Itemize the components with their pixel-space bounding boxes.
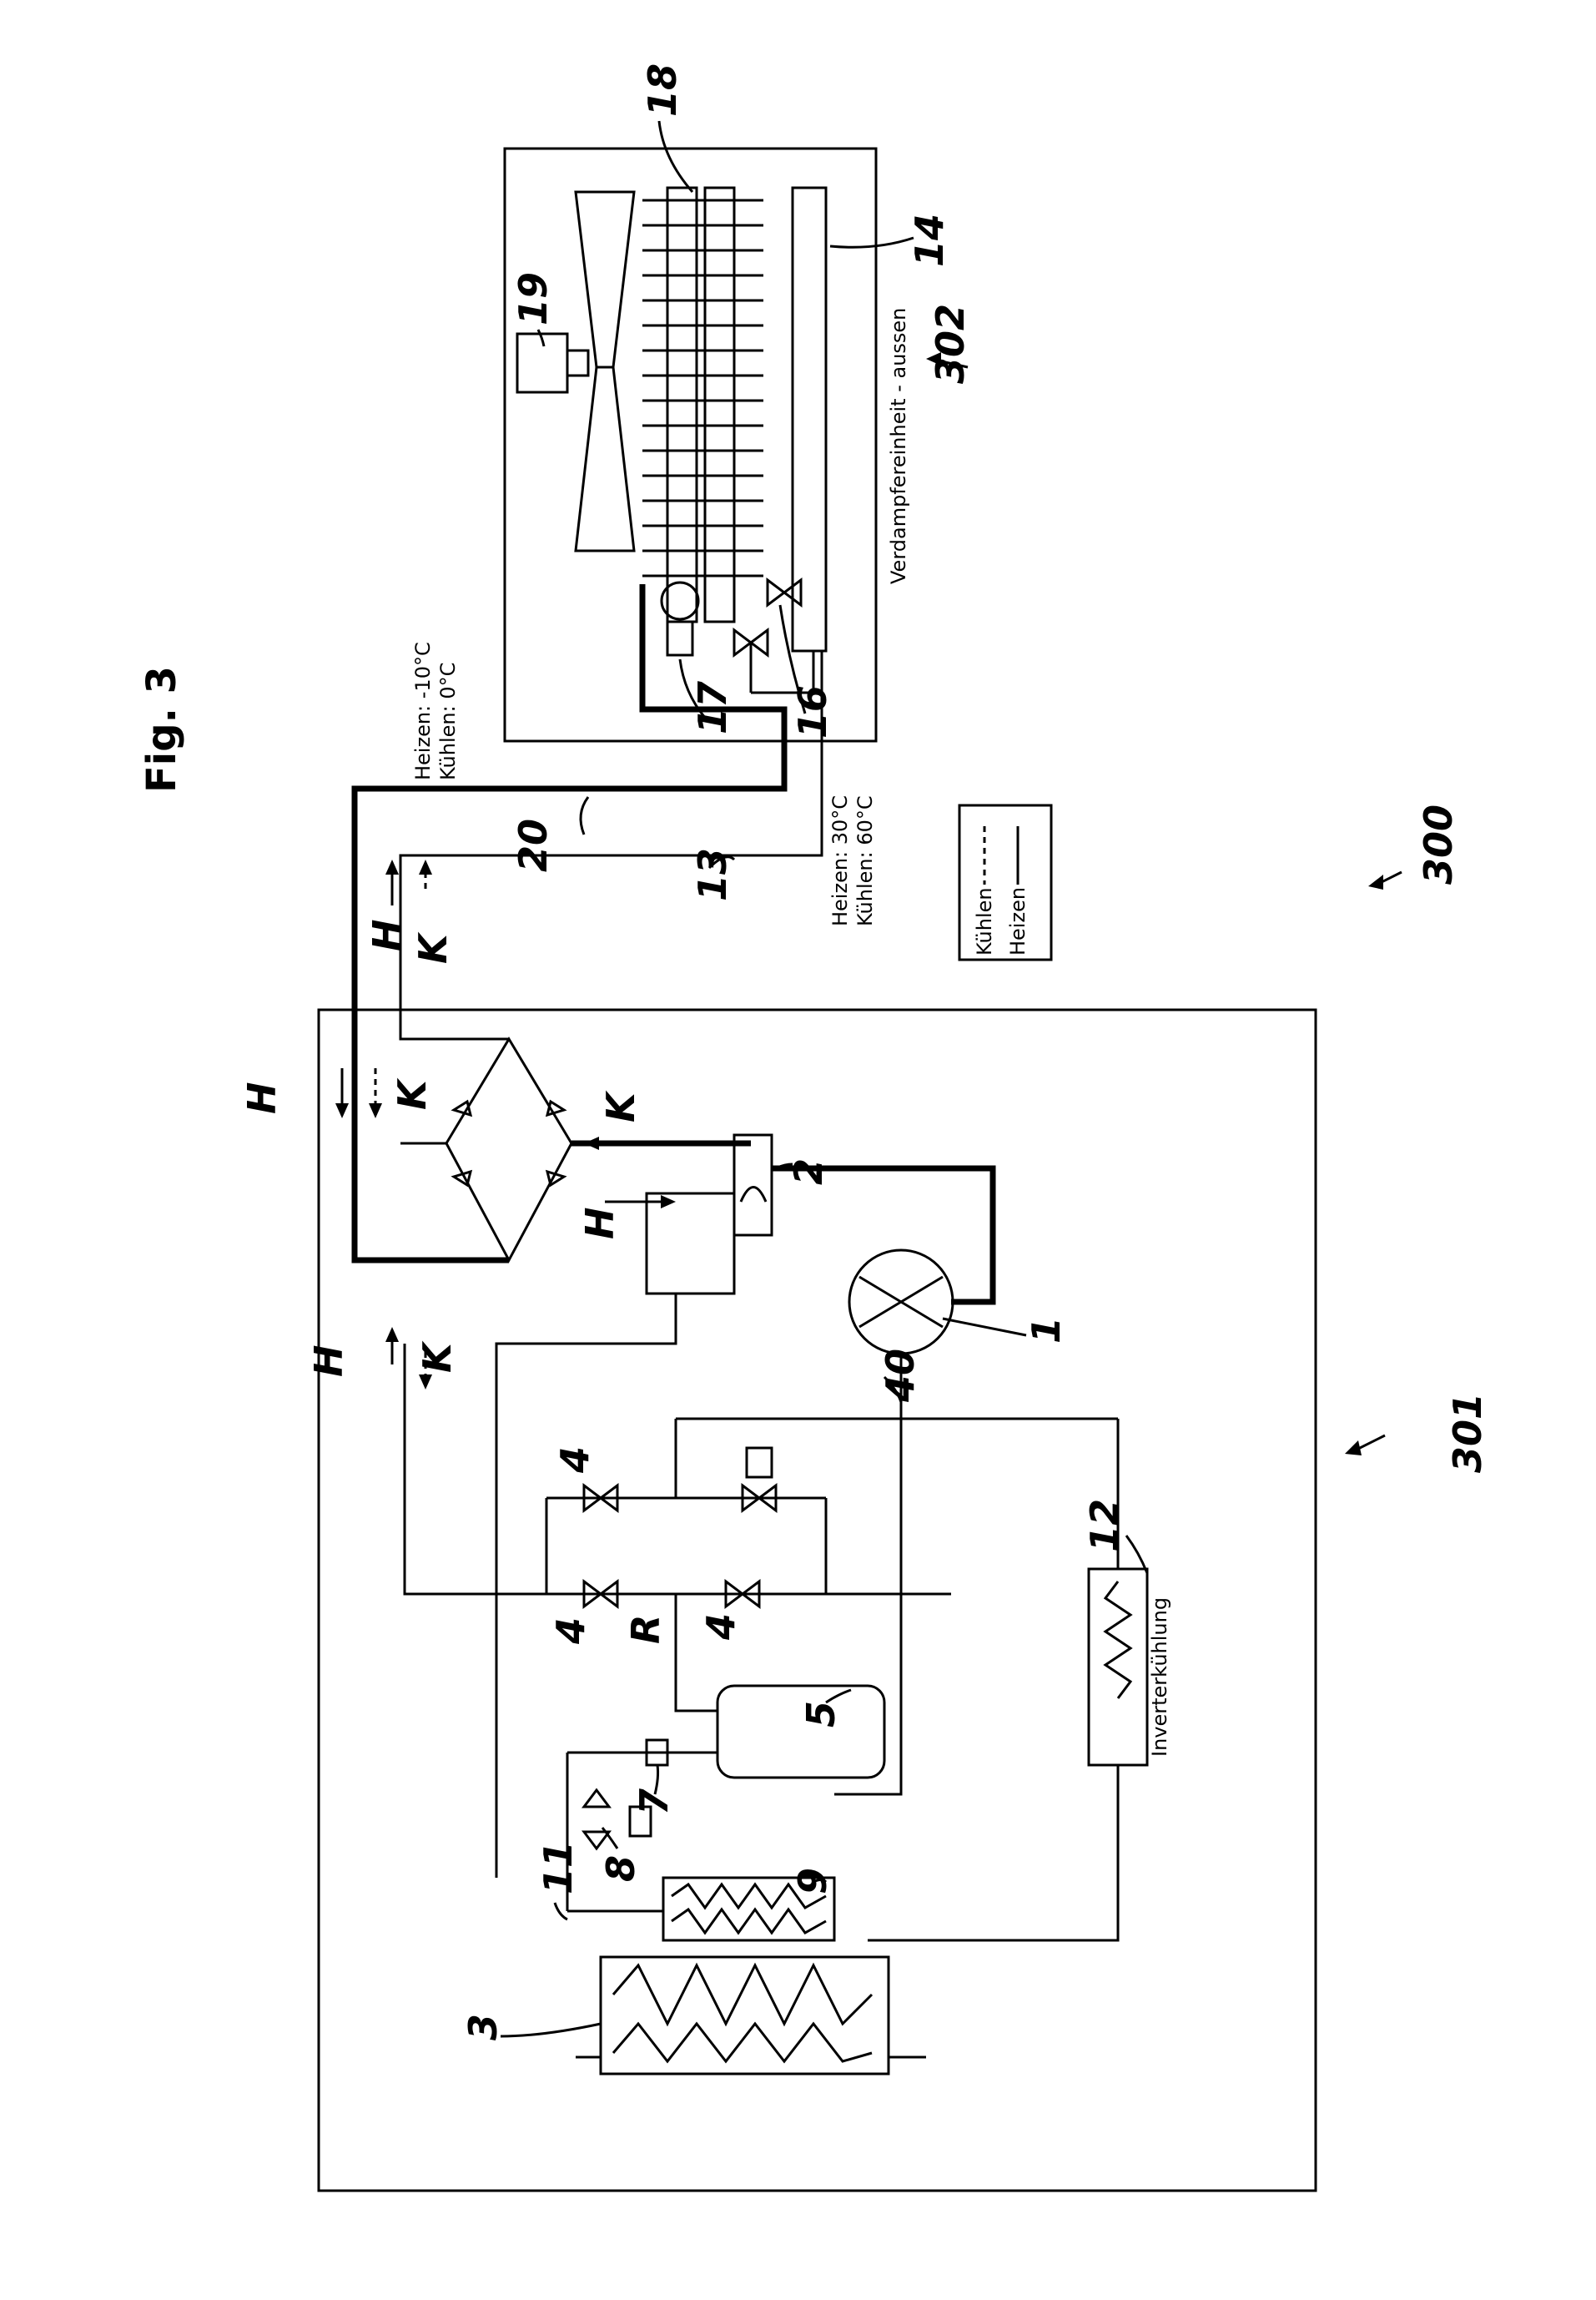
receiver-pipe <box>676 1594 717 1711</box>
ref-14: 14 <box>907 214 952 267</box>
inverter-lower-line <box>868 1765 1118 1940</box>
inverter-coil <box>1105 1581 1130 1698</box>
receiver-tank <box>717 1686 884 1778</box>
ref-1: 1 <box>1024 1317 1069 1344</box>
subcooler-coil-bottom <box>672 1909 826 1933</box>
line13-cool-temp: Kühlen: 60°C <box>853 795 877 926</box>
ref-16: 16 <box>790 685 835 739</box>
ref-K-low: K <box>415 1340 460 1373</box>
ref-12: 12 <box>1082 1499 1127 1552</box>
inverter-label: Inverterkühlung <box>1148 1597 1171 1757</box>
ref-4-left: 4 <box>548 1617 593 1645</box>
ref-8: 8 <box>598 1855 643 1882</box>
return-pipe <box>405 1344 951 1594</box>
ref-H-mid: H <box>239 1082 284 1115</box>
ref-300: 300 <box>1416 804 1461 885</box>
figure-title: Fig. 3 <box>138 666 185 793</box>
expansion-valve <box>567 1740 717 1911</box>
ref-18: 18 <box>640 63 685 117</box>
ref-19: 19 <box>511 272 556 325</box>
ref-4-right: 4 <box>698 1613 743 1641</box>
ref-2: 2 <box>786 1158 831 1185</box>
svg-text:Fig. 3: Fig. 3 <box>138 666 185 793</box>
line20-heat-temp: Heizen: -10°C <box>411 642 435 780</box>
fan-icon <box>517 192 634 551</box>
reference-numerals: 18 14 19 302 17 16 20 13 300 H K H K K H… <box>239 63 1490 2040</box>
ref-301: 301 <box>1445 1393 1490 1473</box>
ref-40: 40 <box>878 1349 923 1403</box>
ref-11: 11 <box>536 1841 581 1894</box>
pipe-40 <box>834 1402 901 1794</box>
finned-coil <box>642 188 763 622</box>
ref-H-low: H <box>306 1345 351 1378</box>
ref-4-top: 4 <box>552 1446 597 1474</box>
ref-K-top: K <box>410 931 456 964</box>
line20-cool-temp: Kühlen: 0°C <box>436 663 460 780</box>
ref-R: R <box>623 1615 668 1644</box>
ref-5: 5 <box>798 1701 843 1728</box>
inverter-cooling-box <box>1089 1569 1147 1765</box>
line13-heat-temp: Heizen: 30°C <box>828 795 852 926</box>
outdoor-unit-name: Verdampfereinheit - aussen <box>887 308 910 584</box>
ref-K-bridge: K <box>598 1090 643 1122</box>
check-valve-bridge <box>400 1039 751 1260</box>
ref-H-bridge: H <box>577 1208 622 1240</box>
ref-9: 9 <box>790 1868 835 1894</box>
exchanger-coil-top <box>613 1965 872 2024</box>
ref-K-mid: K <box>390 1077 435 1110</box>
ref-3: 3 <box>461 2014 506 2040</box>
legend-cooling-label: Kühlen <box>973 887 996 956</box>
exchanger-coil-bottom <box>613 2024 872 2061</box>
legend-heating-label: Heizen <box>1006 887 1030 956</box>
ref-302: 302 <box>928 304 973 384</box>
ref-20: 20 <box>511 819 556 872</box>
ref-H-top: H <box>365 920 410 952</box>
